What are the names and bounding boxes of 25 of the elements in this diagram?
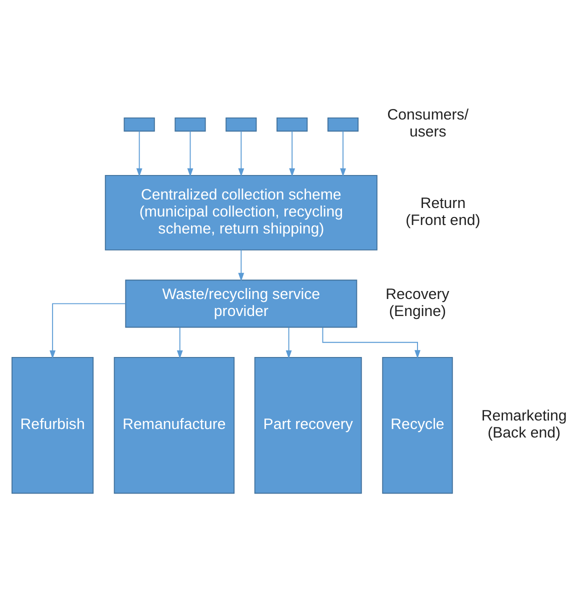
arrow <box>286 326 292 358</box>
node-box: Refurbish <box>12 356 94 494</box>
node-box <box>174 116 206 132</box>
arrow <box>238 130 244 176</box>
node-box <box>276 116 308 132</box>
arrow <box>289 130 296 176</box>
arrow <box>322 326 420 358</box>
node-box: Part recovery <box>254 356 362 494</box>
arrow <box>340 130 346 176</box>
label: Remarketing (Back end) <box>481 406 567 441</box>
arrow <box>238 249 244 281</box>
node-box: Waste/recycling service provider <box>125 279 358 328</box>
label: Return (Front end) <box>406 194 480 228</box>
arrow <box>176 326 183 358</box>
label: Consumers/ users <box>387 106 469 140</box>
node-box <box>226 116 257 132</box>
node-box: Centralized collection scheme (municipal collection, recycling scheme, return shipping) <box>104 174 378 250</box>
node-box <box>327 116 359 132</box>
arrow <box>50 302 126 358</box>
node-box: Recycle <box>382 356 453 494</box>
arrow <box>187 130 194 176</box>
node-box: Remanufacture <box>114 356 235 494</box>
node-box <box>124 116 155 132</box>
arrow <box>136 130 142 176</box>
label: Recovery (Engine) <box>386 285 450 320</box>
